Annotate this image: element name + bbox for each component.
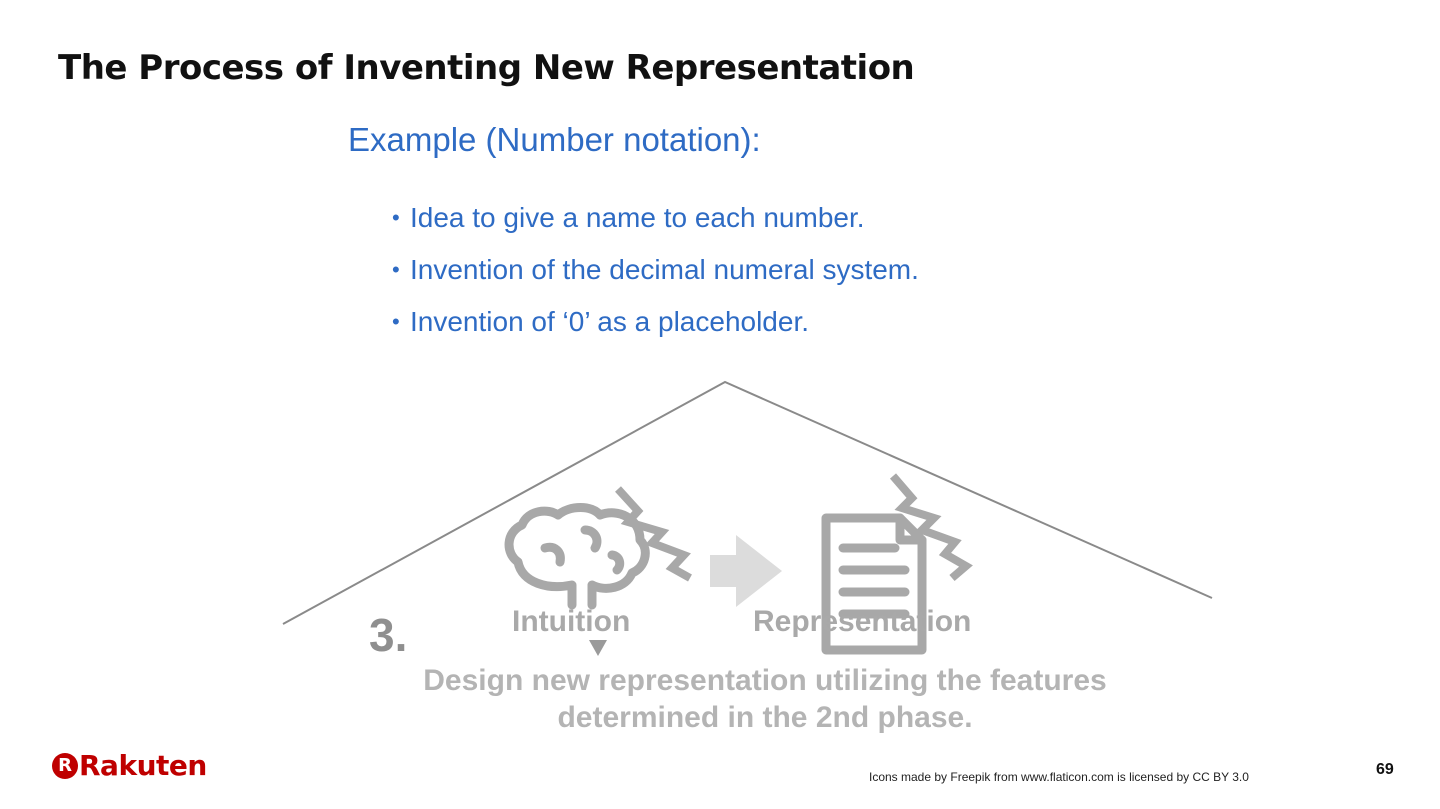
rakuten-logo: R Rakuten [52, 749, 207, 782]
logo-text: Rakuten [79, 749, 207, 782]
bullet-list: • Idea to give a name to each number. • In… [392, 198, 919, 354]
bullet-item: • Invention of the decimal numeral system… [392, 250, 919, 302]
roof-outline [282, 380, 1213, 625]
bullet-dot: • [392, 257, 400, 282]
slide-title: The Process of Inventing New Representat… [58, 48, 915, 88]
bullet-text: Idea to give a name to each number. [410, 202, 865, 233]
representation-label: Representation [753, 605, 972, 638]
bullet-dot: • [392, 205, 400, 230]
example-heading: Example (Number notation): [348, 121, 761, 158]
document-icon [821, 513, 927, 655]
down-arrow-icon [589, 640, 607, 656]
intuition-label: Intuition [512, 605, 631, 638]
bullet-text: Invention of the decimal numeral system. [410, 254, 919, 285]
step-description: Design new representation utilizing the … [300, 662, 1230, 736]
lightning-icon [889, 473, 973, 582]
bullet-item: • Idea to give a name to each number. [392, 198, 919, 250]
arrow-right-icon [710, 535, 782, 607]
logo-badge: R [52, 752, 78, 779]
lightning-icon [615, 486, 692, 582]
brain-icon [504, 503, 650, 610]
page-number: 69 [1376, 761, 1394, 778]
bullet-text: Invention of ‘0’ as a placeholder. [410, 306, 810, 337]
description-line: Design new representation utilizing the … [423, 664, 1107, 697]
step-number: 3. [369, 609, 408, 661]
bullet-item: • Invention of ‘0’ as a placeholder. [392, 302, 919, 354]
bullet-dot: • [392, 309, 400, 334]
description-line: determined in the 2nd phase. [557, 701, 973, 734]
icon-credit: Icons made by Freepik from www.flaticon.… [869, 770, 1249, 784]
